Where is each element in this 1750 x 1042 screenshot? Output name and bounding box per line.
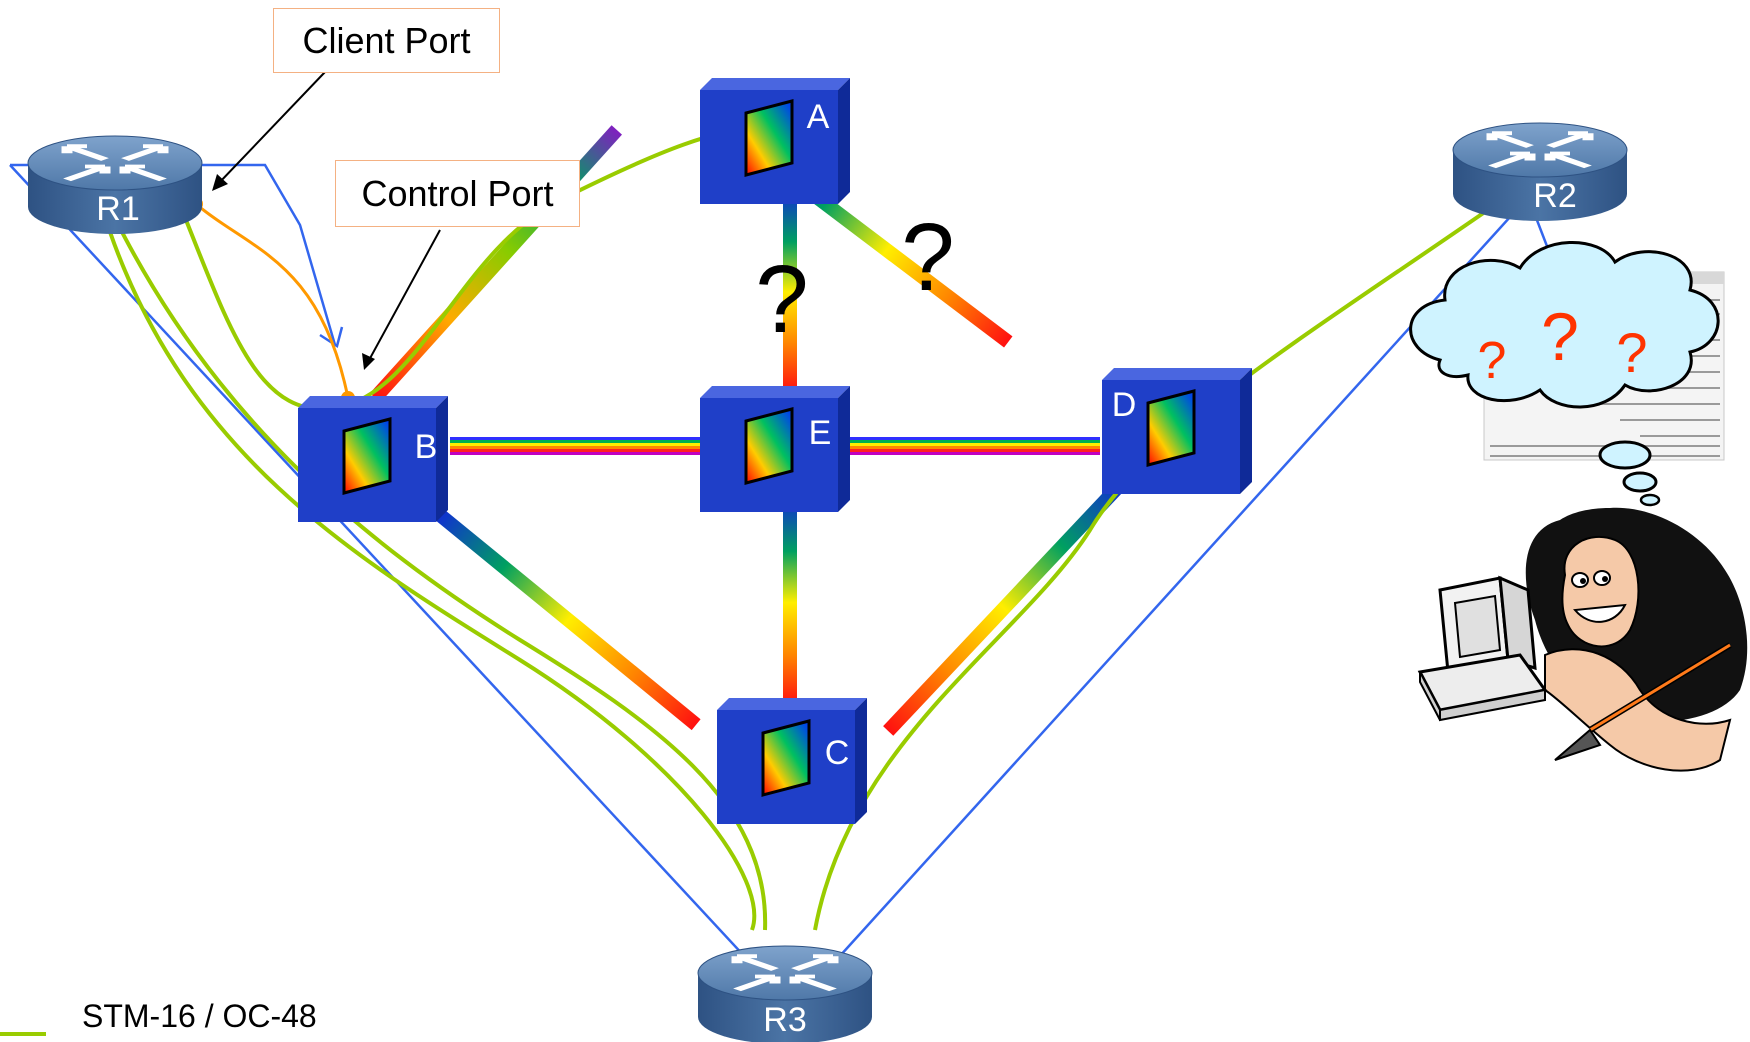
link-d-c <box>883 480 1126 736</box>
client-port-callout: Client Port <box>273 8 500 73</box>
switch-e[interactable]: E <box>698 384 852 514</box>
ip-link-r2-r3 <box>799 194 1531 1001</box>
switch-c[interactable]: C <box>715 696 869 826</box>
router-r2-label: R2 <box>1533 177 1576 215</box>
switch-c-label: C <box>825 734 850 772</box>
link-b-e <box>450 437 700 455</box>
link-e-d <box>850 437 1100 455</box>
switch-d[interactable]: D <box>1100 366 1254 496</box>
router-r3-label: R3 <box>763 1001 806 1039</box>
question-mark-a-d: ? <box>901 204 954 311</box>
switch-a[interactable]: A <box>698 76 852 206</box>
legend-label: STM-16 / OC-48 <box>82 998 317 1034</box>
control-link <box>195 202 350 399</box>
thought-cloud-icon <box>1409 241 1720 507</box>
optical-switch-icon <box>698 76 852 206</box>
control-port-label: Control Port <box>361 172 554 214</box>
switch-e-label: E <box>809 414 832 452</box>
lightpath-r2-r3 <box>813 203 1497 931</box>
router-r3[interactable]: R3 <box>698 946 872 1042</box>
switch-d-label: D <box>1112 386 1137 424</box>
control-port-arrow <box>367 229 441 363</box>
lightpath-r1-a <box>184 127 769 412</box>
router-r2[interactable]: R2 <box>1453 123 1627 221</box>
switch-b-label: B <box>415 428 438 466</box>
lightpath-r1-r3-inner <box>120 231 768 931</box>
switch-a-label: A <box>807 98 830 136</box>
cloud-question-left: ? <box>1478 332 1507 390</box>
caveman-at-computer-icon <box>1417 507 1748 772</box>
cloud-question-right: ? <box>1616 321 1647 384</box>
switch-b[interactable]: B <box>296 394 450 524</box>
link-e-c <box>783 500 797 705</box>
control-port-callout: Control Port <box>335 160 580 227</box>
callout-arrows <box>212 71 441 370</box>
link-a-e <box>783 192 797 392</box>
question-mark-a-e: ? <box>755 246 808 353</box>
link-b-c <box>435 509 701 731</box>
client-port-label: Client Port <box>302 19 471 61</box>
legend-line <box>0 1032 46 1036</box>
ip-link-r1-to-b-arrow <box>319 326 344 348</box>
cloud-question-middle: ? <box>1541 299 1579 375</box>
lightpath-r1-r3-outer <box>108 231 757 931</box>
client-port-arrow <box>217 71 326 185</box>
router-r1[interactable]: R1 <box>28 136 202 234</box>
router-r1-label: R1 <box>96 190 139 228</box>
